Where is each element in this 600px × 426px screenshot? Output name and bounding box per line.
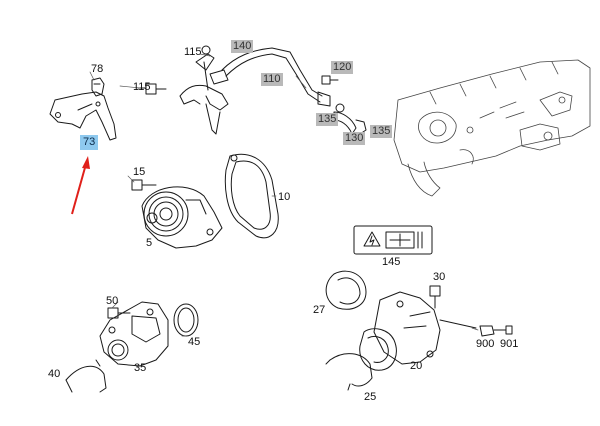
- part-label-35: 35: [134, 362, 147, 374]
- part-label-40: 40: [48, 368, 61, 380]
- bracket-73: [49, 91, 117, 141]
- manifold: [393, 59, 591, 197]
- ring-27: [325, 270, 367, 310]
- pump-cover-35: [99, 301, 169, 367]
- part-label-145: 145: [382, 256, 401, 268]
- part-label-115-left: 115: [133, 81, 151, 93]
- thermostat-housing-20: [359, 291, 477, 371]
- part-label-901: 901: [500, 338, 519, 350]
- part-label-10: 10: [278, 191, 291, 203]
- bolt-50: [107, 307, 131, 319]
- part-label-78: 78: [91, 63, 104, 75]
- bolt-15: [131, 179, 157, 191]
- clip-40: [65, 359, 107, 393]
- clip-78: [91, 77, 105, 97]
- pipe-110: [209, 47, 331, 107]
- part-label-120[interactable]: 120: [331, 61, 354, 74]
- part-label-900: 900: [476, 338, 495, 350]
- part-label-50: 50: [106, 295, 119, 307]
- part-label-27: 27: [313, 304, 326, 316]
- gasket-10: [224, 153, 279, 239]
- part-label-115-top: 115: [184, 46, 202, 58]
- part-label-15: 15: [133, 166, 146, 178]
- bolt-30: [429, 285, 441, 309]
- part-label-135-right[interactable]: 135: [370, 125, 393, 138]
- part-label-73-highlighted[interactable]: 73: [80, 135, 99, 150]
- seal-45: [173, 303, 199, 337]
- part-label-25: 25: [364, 391, 377, 403]
- hose-130: [333, 103, 367, 135]
- part-label-130[interactable]: 130: [343, 132, 366, 145]
- part-label-110[interactable]: 110: [261, 73, 283, 86]
- part-label-20: 20: [410, 360, 423, 372]
- pointer-arrow: [71, 156, 90, 215]
- water-pump-5: [141, 186, 223, 249]
- part-label-45: 45: [188, 336, 201, 348]
- part-label-140[interactable]: 140: [231, 40, 254, 53]
- part-label-5: 5: [146, 237, 153, 249]
- pipe-bracket: [179, 45, 229, 135]
- bolt-120: [321, 75, 339, 85]
- part-label-30: 30: [433, 271, 446, 283]
- part-label-135-left[interactable]: 135: [316, 113, 339, 126]
- sensor-900-901: [479, 325, 513, 337]
- clip-25: [325, 353, 373, 391]
- label-145: [353, 225, 433, 255]
